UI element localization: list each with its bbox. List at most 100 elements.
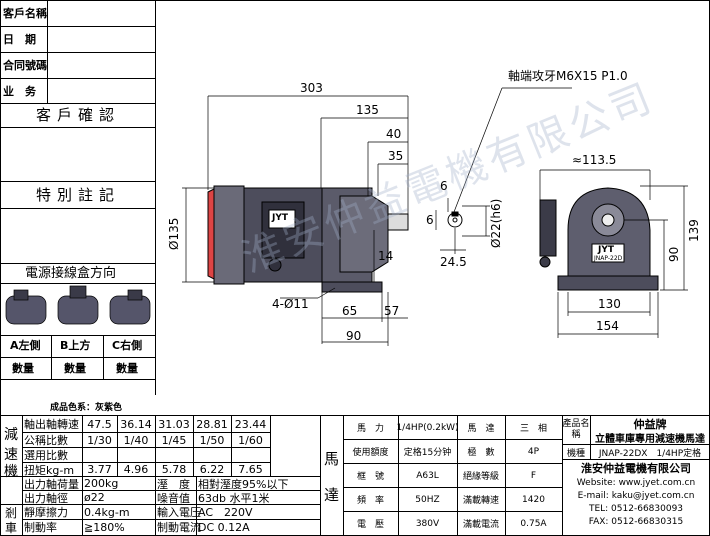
reducer-row-label: 扭矩kg-m bbox=[24, 463, 75, 477]
motor-spec-cell: A63L bbox=[416, 470, 439, 481]
reducer-cell: 1/45 bbox=[161, 433, 187, 447]
motor-spec-cell: 馬 力 bbox=[356, 424, 384, 434]
dim-154: 154 bbox=[596, 319, 619, 333]
motor-spec-cell: 電 壓 bbox=[356, 520, 384, 530]
motor-spec-cell: 極 數 bbox=[467, 448, 495, 458]
dim-130: 130 bbox=[598, 297, 621, 311]
humidity-value: 相對溼度95%以下 bbox=[198, 477, 289, 491]
motor-spec-cell: 框 號 bbox=[356, 472, 384, 482]
reducer-cell bbox=[155, 448, 193, 462]
shaft-note: 軸端攻牙M6X15 P1.0 bbox=[508, 69, 628, 83]
special-note-label: 特別註記 bbox=[36, 186, 121, 204]
motor-spec-cell: 滿載電流 bbox=[462, 520, 499, 530]
quantity-c: 數量 bbox=[116, 362, 138, 375]
customer-name-label: 客戶名稱 bbox=[3, 7, 47, 20]
static-friction-label: 靜摩擦力 bbox=[24, 506, 68, 519]
junction-box-icons bbox=[5, 285, 151, 325]
braking-rate-label: 制動率 bbox=[24, 521, 57, 534]
dim-24-5: 24.5 bbox=[440, 255, 467, 269]
finish-color: 成品色系：灰紫色 bbox=[50, 403, 123, 413]
quantity-a: 數量 bbox=[12, 362, 34, 375]
contract-no-label: 合同號碼 bbox=[3, 59, 47, 72]
motor-spec-cell: 1420 bbox=[522, 494, 545, 505]
reducer-cell bbox=[82, 448, 117, 462]
noise-value: 63db 水平1米 bbox=[198, 491, 270, 505]
reducer-cell: 3.77 bbox=[87, 463, 112, 476]
direction-a: A左側 bbox=[10, 339, 41, 352]
reducer-cell: 5.78 bbox=[161, 463, 187, 476]
dim-65: 65 bbox=[342, 304, 358, 318]
sales-label: 业 务 bbox=[3, 85, 36, 98]
motor-spec-cell: 滿載轉速 bbox=[462, 496, 499, 506]
reducer-cell bbox=[193, 448, 231, 462]
motor-spec-cell: 380V bbox=[415, 518, 440, 529]
model-label: 機種 bbox=[566, 448, 585, 459]
reducer-row-label: 軸出軸轉速 bbox=[24, 418, 79, 431]
front-nameplate-logo: JYT bbox=[598, 245, 615, 255]
reducer-cell: 36.14 bbox=[120, 417, 152, 431]
quantity-b: 數量 bbox=[64, 362, 86, 375]
reducer-cell: 1/40 bbox=[123, 433, 149, 447]
noise-label: 噪音值 bbox=[157, 491, 190, 505]
reducer-side-1: 減 bbox=[4, 427, 18, 443]
reducer-cell: 31.03 bbox=[158, 417, 190, 431]
braking-rate-value: ≧180% bbox=[84, 520, 125, 534]
front-nameplate-model: JNAP-22D bbox=[594, 255, 623, 262]
humidity-label: 溼 度 bbox=[157, 477, 190, 491]
brand: 仲益牌 bbox=[633, 417, 667, 431]
direction-c: C右側 bbox=[112, 339, 143, 352]
reducer-cell: 7.65 bbox=[238, 463, 263, 476]
website[interactable]: Website: www.jyet.com.cn bbox=[576, 478, 696, 488]
tel: TEL: 0512-66830093 bbox=[588, 504, 684, 514]
dim-6a: 6 bbox=[440, 179, 448, 193]
static-friction-value: 0.4kg-m bbox=[84, 505, 130, 519]
nameplate-logo: JYT bbox=[272, 213, 289, 223]
motor-spec-cell: 1/4HP(0.2kW) bbox=[396, 422, 459, 433]
input-voltage-label: 輸入電压 bbox=[157, 506, 201, 519]
output-shaft-label: 出力軸徑 bbox=[24, 491, 68, 505]
dim-139: 139 bbox=[687, 219, 701, 242]
motor-spec-cell: 0.75A bbox=[520, 518, 547, 529]
motor-spec-cell: 4P bbox=[527, 446, 540, 457]
reducer-cell: 4.96 bbox=[123, 463, 149, 476]
direction-b: B上方 bbox=[60, 339, 91, 352]
output-shaft-value: ø22 bbox=[84, 491, 105, 504]
dim-40: 40 bbox=[386, 127, 402, 141]
dim-135: 135 bbox=[356, 103, 379, 117]
product-name-label: 產品名稱 bbox=[562, 419, 590, 440]
brake-side-2: 車 bbox=[4, 520, 17, 535]
dim-113-5: ≈113.5 bbox=[572, 153, 617, 167]
reducer-cell bbox=[117, 448, 155, 462]
motor-spec-cell: 使用額度 bbox=[352, 448, 389, 458]
dim-57: 57 bbox=[384, 304, 400, 318]
dim-303: 303 bbox=[300, 81, 323, 95]
side-view bbox=[207, 185, 409, 293]
fax: FAX: 0512-66830315 bbox=[588, 517, 684, 527]
customer-confirm-label: 客戶確認 bbox=[36, 106, 121, 124]
motor-spec-cell: 馬 達 bbox=[467, 424, 495, 434]
motor-spec-cell: F bbox=[530, 470, 537, 481]
dim-dia135: Ø135 bbox=[167, 217, 181, 250]
date-label: 日 期 bbox=[3, 33, 36, 46]
dim-holes: 4-Ø11 bbox=[272, 297, 309, 311]
reducer-cell: 23.44 bbox=[234, 417, 267, 431]
product-name: 立體車庫專用減速機馬達 bbox=[595, 433, 705, 445]
dim-6b: 6 bbox=[426, 213, 434, 227]
reducer-cell: 28.81 bbox=[196, 417, 228, 431]
dim-14: 14 bbox=[378, 249, 394, 263]
motor-spec-cell: 50HZ bbox=[415, 494, 440, 505]
dim-90-vertical: 90 bbox=[667, 246, 681, 262]
reducer-side-3: 機 bbox=[4, 464, 18, 480]
reducer-cell: 1/50 bbox=[199, 433, 225, 447]
email[interactable]: E-mail: kaku@jyet.com.cn bbox=[577, 491, 695, 501]
motor-spec-cell: 頻 率 bbox=[356, 496, 384, 506]
reducer-side-2: 速 bbox=[4, 447, 18, 463]
model: JNAP-22DX 1/4HP定格 bbox=[598, 448, 702, 459]
motor-spec-cell: 三 相 bbox=[519, 424, 547, 434]
reducer-row-label: 選用比數 bbox=[24, 449, 68, 462]
company: 淮安仲益電機有限公司 bbox=[581, 462, 691, 475]
reducer-cell: 6.22 bbox=[199, 463, 225, 476]
brake-side-1: 剎 bbox=[4, 505, 17, 520]
motor-side-1: 馬 bbox=[323, 449, 339, 468]
